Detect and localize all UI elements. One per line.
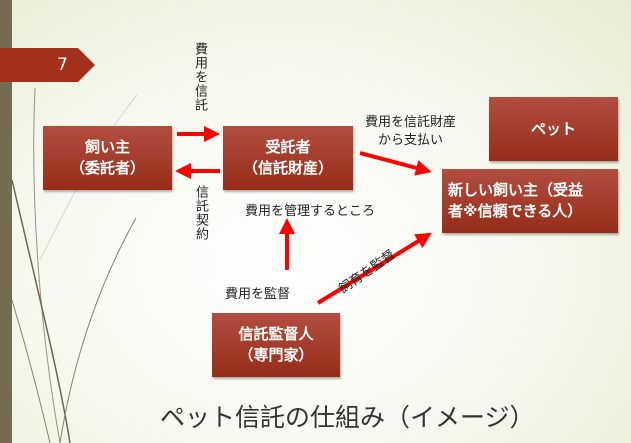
arrow-trustee-to-new-owner: [359, 151, 432, 176]
label-entrust-funds: 費用を信託: [192, 42, 207, 112]
label-supervise-funds: 費用を監督: [225, 287, 291, 302]
box-new-owner-line1: 新しい飼い主（受益: [448, 181, 584, 199]
box-trustee-line1: 受託者: [265, 138, 311, 156]
sidebar-bar: [0, 0, 12, 443]
box-trustee-line2: （信託財産）: [242, 159, 333, 177]
label-trust-contract: 信託契約: [193, 185, 208, 241]
box-owner-line2: （委託者）: [69, 159, 145, 177]
label-pay: 費用を信託財産 から支払い: [365, 114, 456, 150]
box-owner[interactable]: 飼い主 （委託者）: [43, 126, 172, 190]
arrow-supervisor-to-new-owner: [316, 232, 432, 305]
box-supervisor-line1: 信託監督人: [238, 325, 314, 343]
box-pet-line1: ペット: [530, 119, 576, 138]
page-number: 7: [57, 55, 68, 75]
box-supervisor[interactable]: 信託監督人 （専門家）: [212, 313, 340, 377]
slide-title: ペット信託の仕組み（イメージ）: [160, 403, 535, 432]
box-supervisor-line2: （専門家）: [238, 346, 314, 364]
box-owner-line1: 飼い主: [84, 138, 130, 156]
label-pay-line1: 費用を信託財産: [365, 115, 457, 130]
label-pay-line2: から支払い: [378, 133, 444, 148]
box-new-owner-line2: 者※信頼できる人）: [448, 202, 583, 220]
box-pet[interactable]: ペット: [489, 97, 618, 161]
box-new-owner[interactable]: 新しい飼い主（受益 者※信頼できる人）: [442, 169, 618, 233]
label-manage-funds: 費用を管理するところ: [245, 204, 376, 219]
page-number-banner: [0, 48, 95, 82]
box-trustee[interactable]: 受託者 （信託財産）: [223, 126, 353, 190]
